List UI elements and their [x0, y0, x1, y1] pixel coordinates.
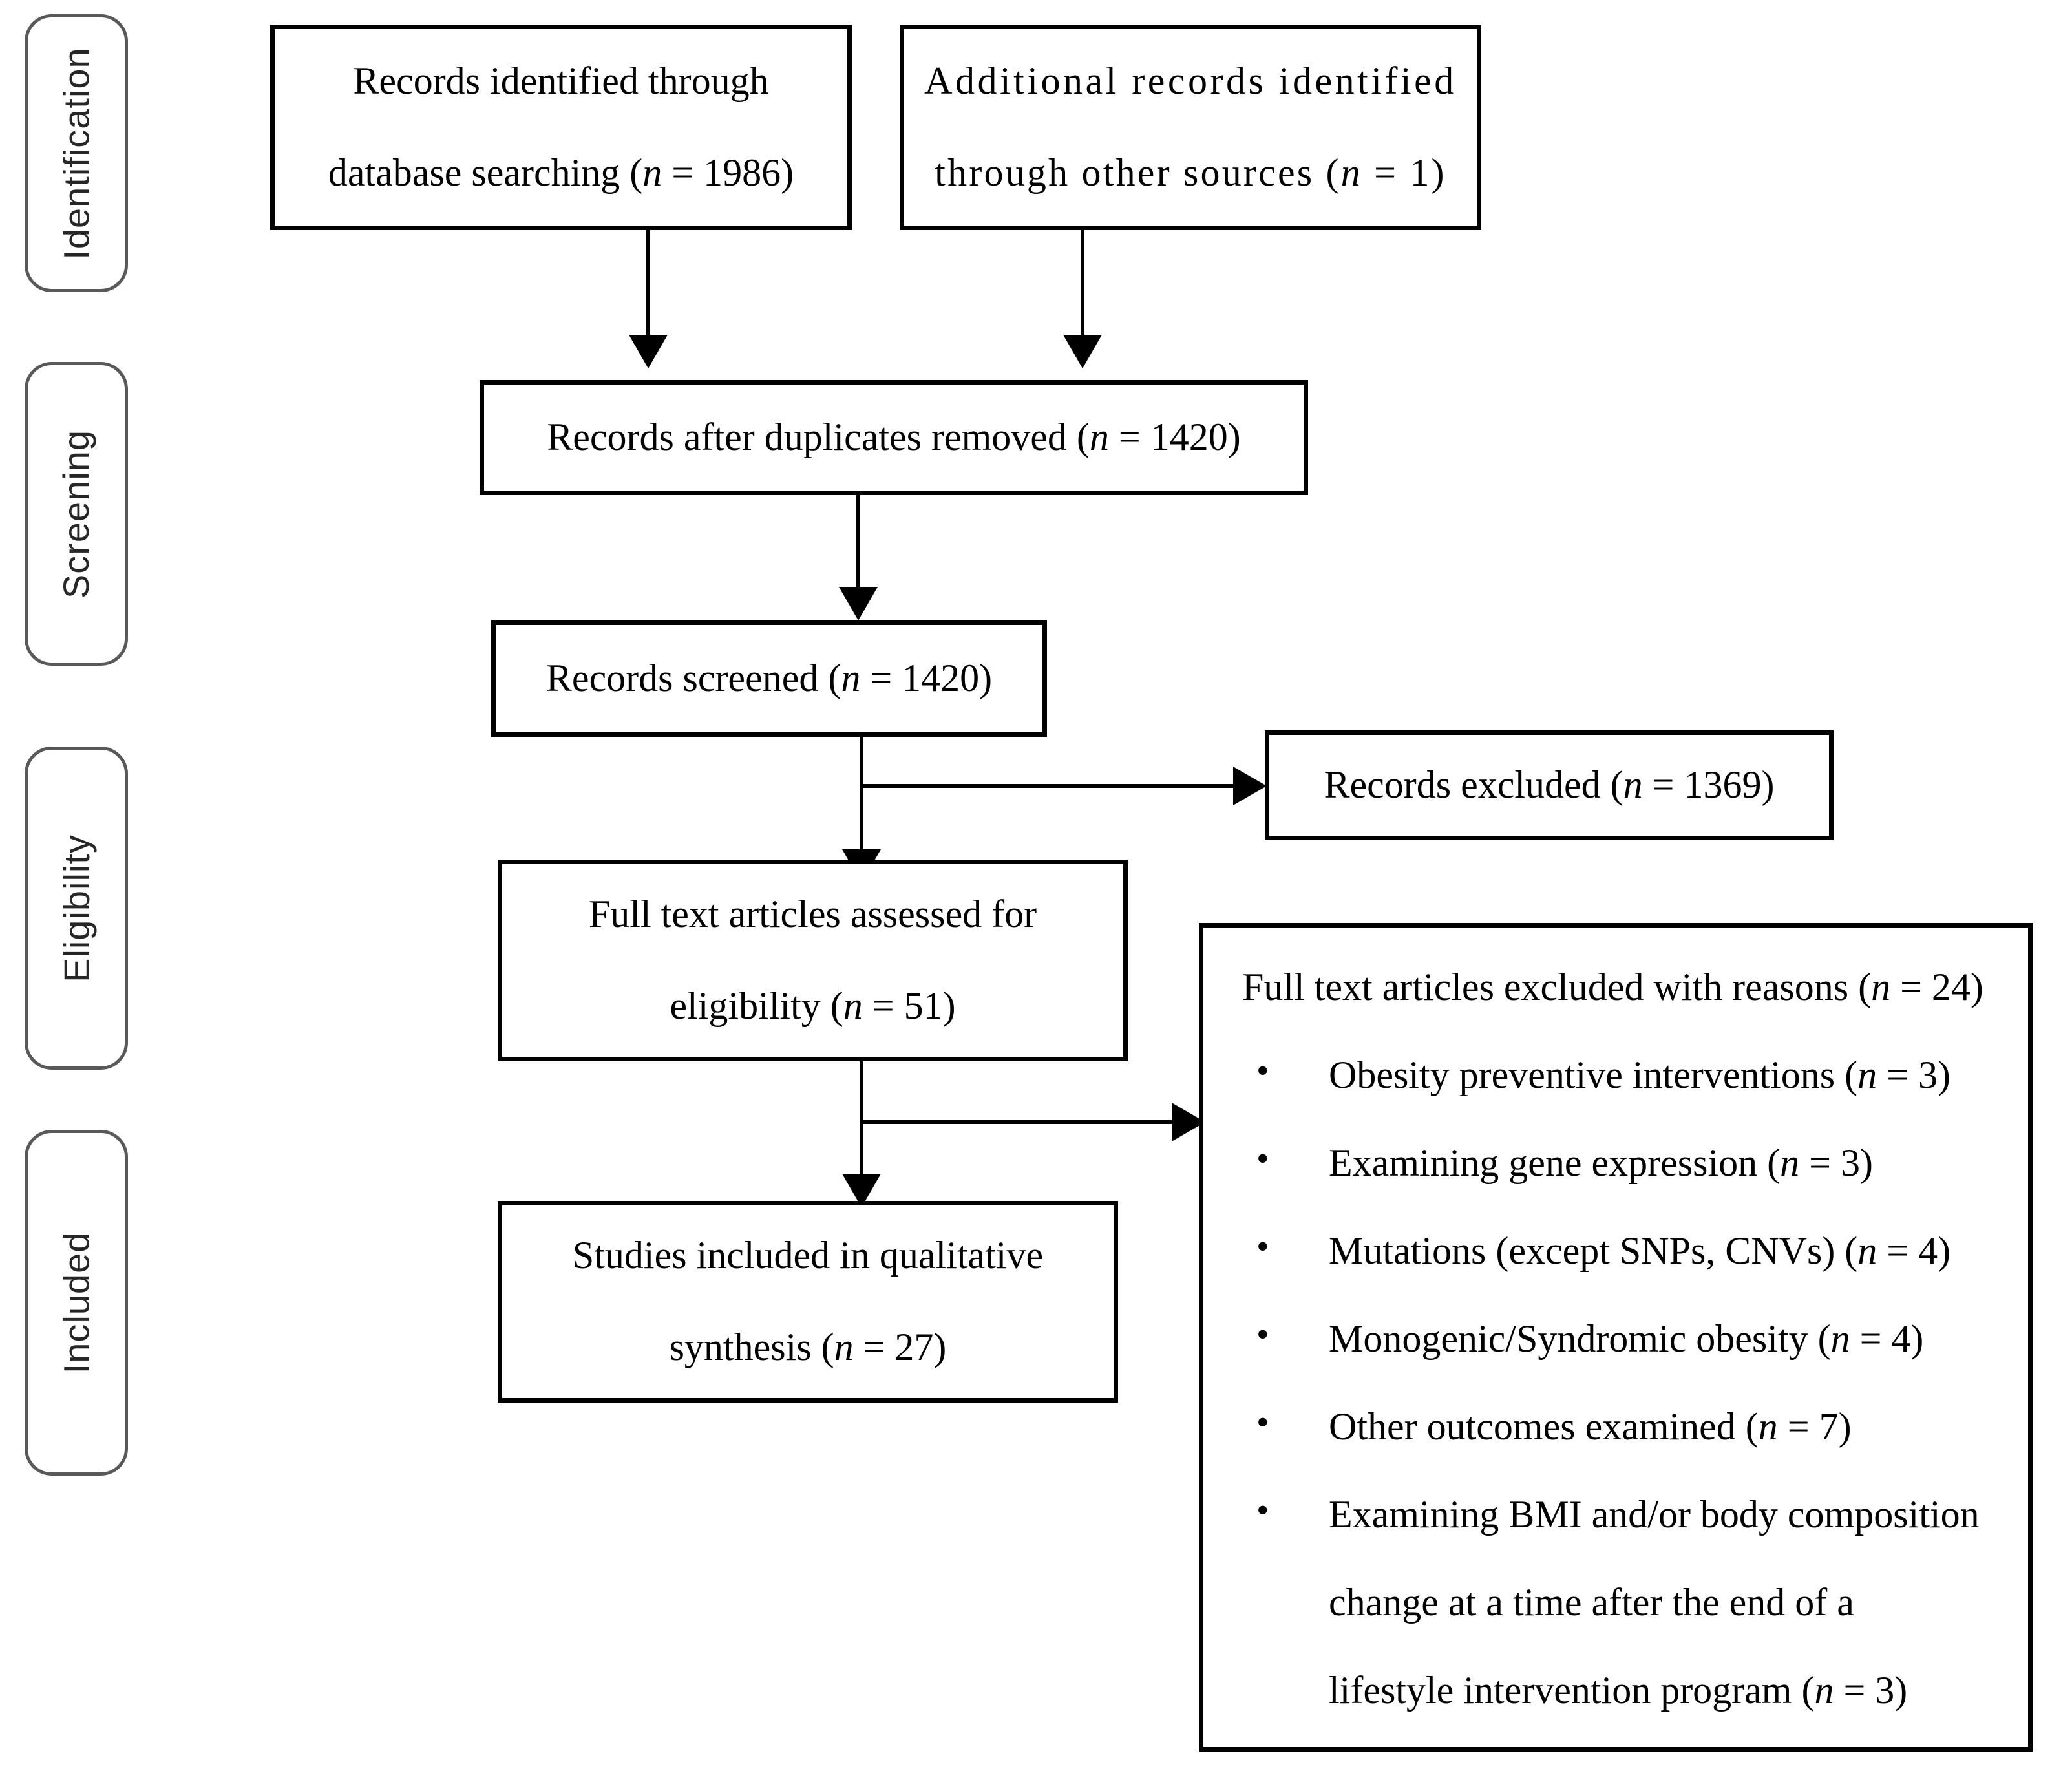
box-screened-line1: Records screened (n = 1420): [545, 657, 993, 700]
connector-duplicates-to-screened: [856, 495, 860, 592]
phase-label-included: Included: [25, 1130, 128, 1476]
box-included-line1: Studies included in qualitative: [572, 1234, 1044, 1277]
box-db-line2: database searching (n = 1986): [328, 151, 794, 194]
bullet-icon: •: [1256, 1051, 1269, 1091]
exclusion-reason-text: Obesity preventive interventions (n = 3): [1329, 1054, 1950, 1096]
box-fulltext-line1: Full text articles assessed for: [588, 893, 1037, 936]
connector-screened-down: [860, 737, 863, 854]
exclusion-reason-item: • Obesity preventive interventions (n = …: [1232, 1051, 2011, 1096]
phase-label-screening-text: Screening: [56, 429, 97, 599]
phase-label-included-text: Included: [56, 1231, 97, 1374]
arrow-db-to-duplicates: [629, 335, 668, 368]
exclusion-reason-text-line2: change at a time after the end of a: [1329, 1581, 1854, 1624]
box-other-line1: Additional records identified: [924, 59, 1457, 103]
exclusion-reason-list: • Obesity preventive interventions (n = …: [1232, 1051, 2011, 1712]
bullet-icon: •: [1256, 1227, 1269, 1267]
exclusion-reason-text-line3: lifestyle intervention program (n = 3): [1329, 1669, 1908, 1712]
exclusion-reason-text: Examining BMI and/or body composition: [1329, 1493, 1980, 1536]
phase-label-screening: Screening: [25, 362, 128, 666]
box-fulltext-line2: eligibility (n = 51): [670, 984, 956, 1027]
box-other-line2: through other sources (n = 1): [935, 151, 1446, 194]
exclusion-reason-text: Mutations (except SNPs, CNVs) (n = 4): [1329, 1229, 1951, 1272]
connector-other-to-duplicates: [1081, 230, 1084, 340]
box-records-screened: Records screened (n = 1420): [491, 620, 1047, 737]
arrow-duplicates-to-screened: [839, 587, 878, 620]
connector-fulltext-to-exclusion-panel: [862, 1120, 1185, 1124]
box-duplicates-line1: Records after duplicates removed (n = 14…: [547, 416, 1241, 459]
box-excluded-line1: Records excluded (n = 1369): [1324, 763, 1775, 807]
box-fulltext-assessed: Full text articles assessed for eligibil…: [498, 860, 1128, 1061]
panel-fulltext-excluded-with-reasons: Full text articles excluded with reasons…: [1199, 923, 2033, 1752]
exclusion-reason-text: Monogenic/Syndromic obesity (n = 4): [1329, 1317, 1924, 1360]
exclusion-reason-item: • Monogenic/Syndromic obesity (n = 4): [1232, 1315, 2011, 1360]
exclusion-reason-item: • Examining gene expression (n = 3): [1232, 1139, 2011, 1184]
box-db-line1: Records identified through: [353, 59, 769, 103]
phase-label-eligibility: Eligibility: [25, 747, 128, 1070]
box-studies-included: Studies included in qualitative synthesi…: [498, 1201, 1118, 1403]
box-records-identified-database: Records identified through database sear…: [270, 25, 852, 230]
exclusion-reason-text: Examining gene expression (n = 3): [1329, 1141, 1873, 1184]
box-included-line2: synthesis (n = 27): [669, 1326, 947, 1368]
arrow-screened-to-excluded: [1233, 767, 1267, 805]
exclusion-reason-item: • Mutations (except SNPs, CNVs) (n = 4): [1232, 1227, 2011, 1272]
phase-label-identification: Identification: [25, 14, 128, 292]
exclusion-panel-header: Full text articles excluded with reasons…: [1242, 966, 1983, 1008]
exclusion-reason-text: Other outcomes examined (n = 7): [1329, 1405, 1852, 1448]
box-records-after-duplicates: Records after duplicates removed (n = 14…: [480, 380, 1308, 495]
connector-db-to-duplicates: [646, 230, 650, 340]
phase-label-identification-text: Identification: [56, 47, 97, 260]
bullet-icon: •: [1256, 1403, 1269, 1443]
arrow-other-to-duplicates: [1063, 335, 1102, 368]
exclusion-reason-item: • Other outcomes examined (n = 7): [1232, 1403, 2011, 1448]
phase-label-eligibility-text: Eligibility: [56, 834, 97, 982]
bullet-icon: •: [1256, 1490, 1269, 1531]
box-additional-records-other-sources: Additional records identified through ot…: [900, 25, 1481, 230]
box-records-excluded: Records excluded (n = 1369): [1265, 730, 1834, 840]
bullet-icon: •: [1256, 1315, 1269, 1355]
bullet-icon: •: [1256, 1139, 1269, 1179]
exclusion-reason-item: • Examining BMI and/or body composition …: [1232, 1490, 2011, 1712]
connector-screened-to-excluded: [862, 784, 1246, 788]
